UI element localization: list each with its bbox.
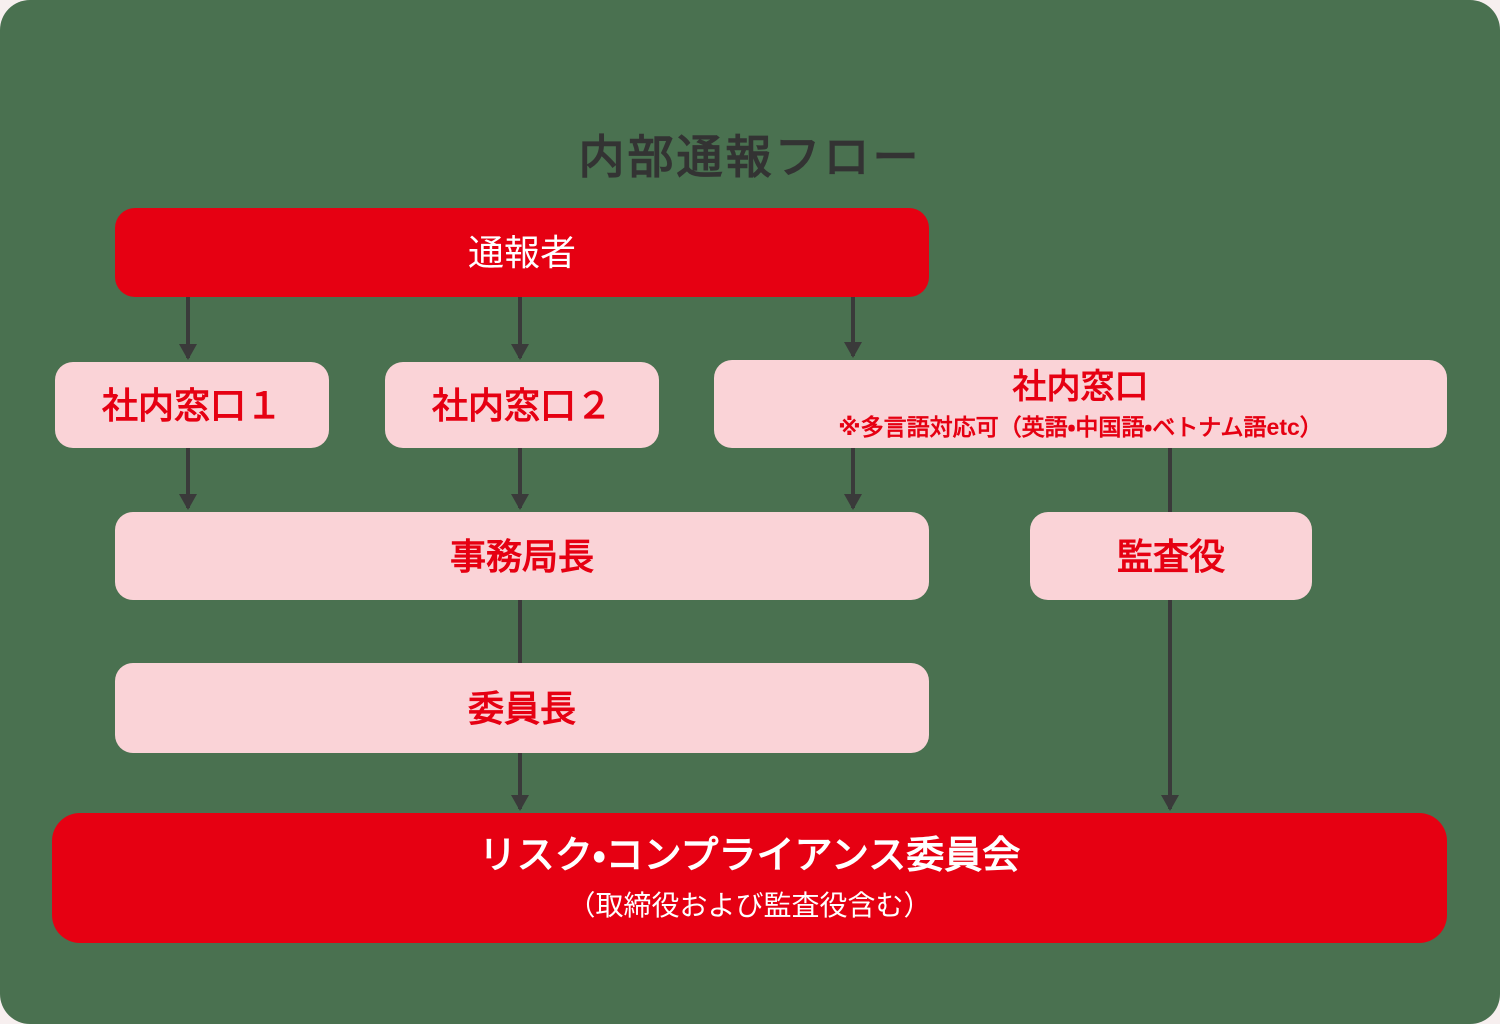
node-internal-window-multilingual-label: 社内窓口 (1012, 368, 1149, 407)
node-reporter: 通報者 (115, 208, 929, 297)
node-risk-compliance-committee: リスク・コンプライアンス委員会 （取締役および監査役含む） (52, 813, 1447, 943)
node-internal-window-2-label: 社内窓口２ (431, 384, 612, 426)
node-secretariat-chief-label: 事務局長 (449, 535, 594, 577)
node-risk-compliance-committee-label: リスク・コンプライアンス委員会 (478, 834, 1021, 877)
edge-window3-to-secretariat (851, 448, 855, 508)
edge-chairperson-to-committee (518, 753, 522, 809)
node-auditor: 監査役 (1030, 512, 1312, 600)
node-reporter-label: 通報者 (467, 232, 576, 273)
node-internal-window-2: 社内窓口２ (385, 362, 659, 448)
edge-window2-to-secretariat (518, 448, 522, 508)
edge-window3-to-auditor (1168, 448, 1172, 512)
node-chairperson: 委員長 (115, 663, 929, 753)
node-secretariat-chief: 事務局長 (115, 512, 929, 600)
edge-secretariat-to-chairperson (518, 600, 522, 663)
node-internal-window-multilingual: 社内窓口 ※多言語対応可（英語・中国語・ベトナム語etc） (714, 360, 1447, 448)
node-risk-compliance-committee-note: （取締役および監査役含む） (567, 890, 932, 922)
edge-reporter-to-window3 (851, 297, 855, 356)
edge-window1-to-secretariat (186, 448, 190, 508)
node-internal-window-1-label: 社内窓口１ (101, 384, 282, 426)
edge-reporter-to-window2 (518, 297, 522, 358)
node-chairperson-label: 委員長 (467, 687, 576, 729)
page-title: 内部通報フロー (578, 130, 922, 183)
node-auditor-label: 監査役 (1116, 535, 1225, 577)
node-internal-window-1: 社内窓口１ (55, 362, 329, 448)
edge-reporter-to-window1 (186, 297, 190, 358)
edge-auditor-to-committee (1168, 600, 1172, 809)
node-internal-window-multilingual-note: ※多言語対応可（英語・中国語・ベトナム語etc） (838, 413, 1323, 440)
